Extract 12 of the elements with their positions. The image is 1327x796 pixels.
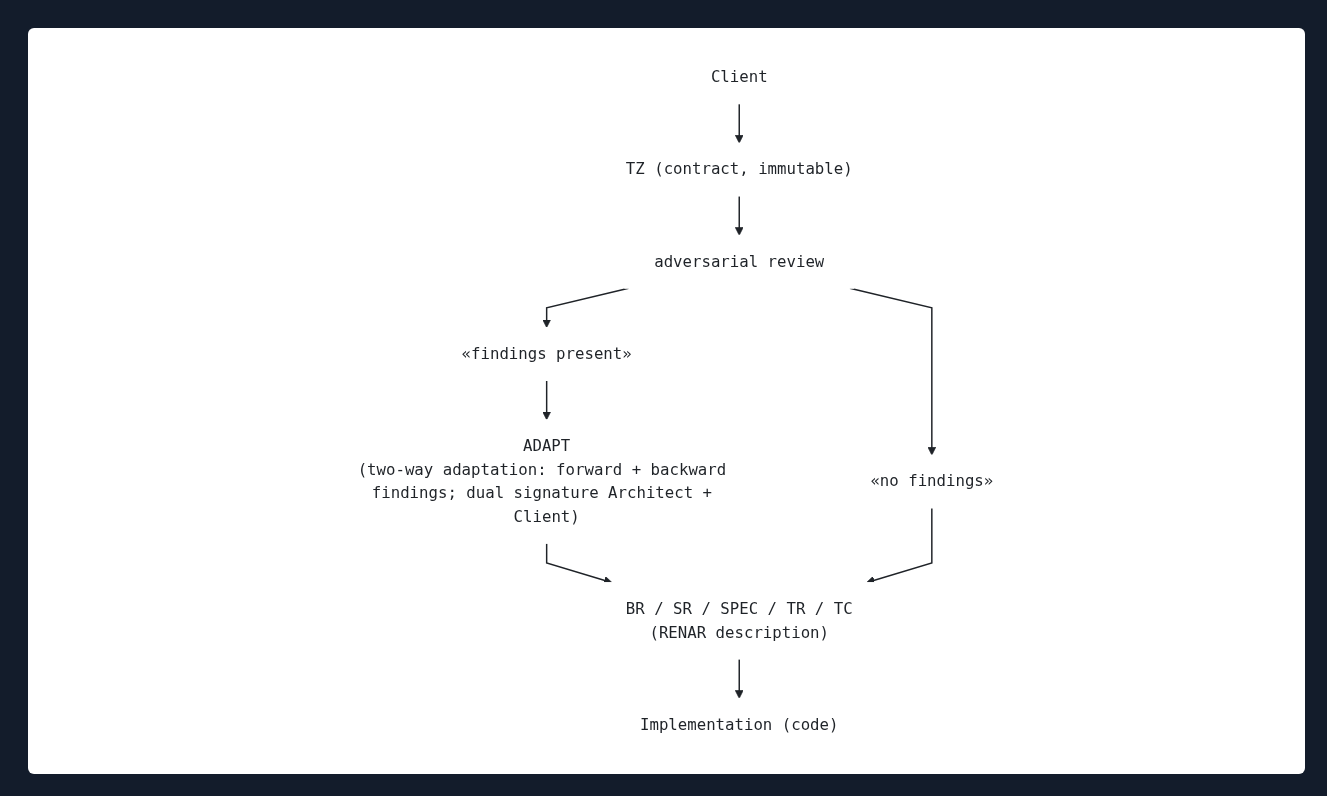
node-text: TZ (contract, immutable) xyxy=(625,159,853,179)
node-text: Implementation (code) xyxy=(639,714,839,734)
node-text: Client xyxy=(710,67,768,87)
arrow xyxy=(541,379,551,421)
node-text: ADAPT (two-way adaptation: forward + backward findings; dual signature Architect + Client) xyxy=(357,436,726,526)
node-text: «no findings» xyxy=(869,471,993,491)
arrow xyxy=(734,103,744,144)
node-text: BR / SR / SPEC / TR / TC (RENAR description) xyxy=(625,599,853,642)
arrow xyxy=(734,195,744,236)
arrow xyxy=(734,658,744,699)
node-text: adversarial review xyxy=(653,251,824,271)
node-text: «findings present» xyxy=(461,344,632,363)
